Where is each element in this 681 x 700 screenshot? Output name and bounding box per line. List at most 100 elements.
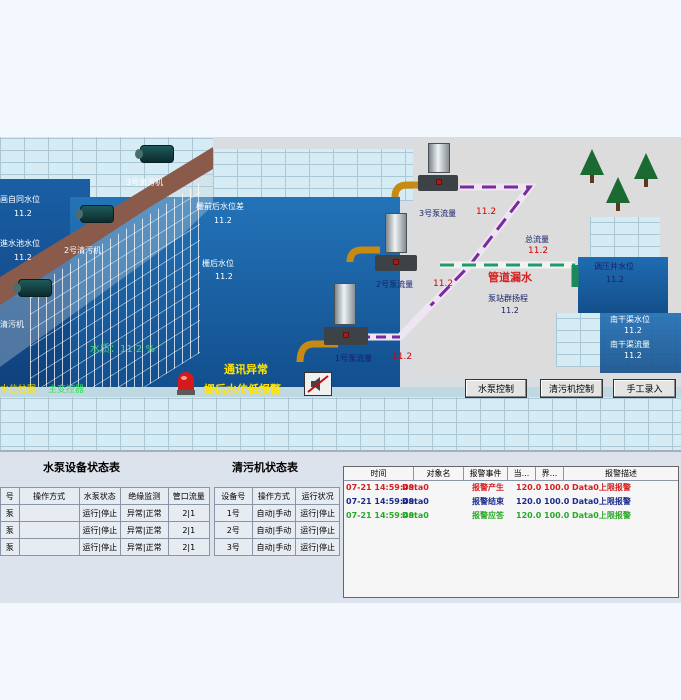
alarm-event-cell: 报警结束 <box>472 497 504 506</box>
table-row: 3号 自动|手动 运行|停止 <box>214 538 340 556</box>
front-wall-top <box>0 387 681 397</box>
regulating-well-value: 11.2 <box>606 275 624 284</box>
screen-diff-label: 栅前后水位差 <box>196 202 244 211</box>
cleaner-mode-cell[interactable]: 自动|手动 <box>251 538 297 556</box>
south-plant-level-value: 11.2 <box>624 326 642 335</box>
mute-speaker-icon[interactable] <box>304 372 332 396</box>
pump-col-header: 绝缘监测 <box>119 487 169 505</box>
pump-col-header: 号 <box>0 487 20 505</box>
pump-control-button[interactable]: 水泵控制 <box>465 379 527 398</box>
pump-1-body <box>334 283 356 325</box>
alarm-obj-cell: Data0 <box>402 511 429 520</box>
pump-mode-cell <box>18 521 80 539</box>
pump1-flow-label: 1号泵流量 <box>335 354 373 363</box>
bar-chart-link[interactable]: 水位柱图 <box>0 385 37 395</box>
manual-entry-button[interactable]: 手工录入 <box>613 379 676 398</box>
auto-level-in-label: 画自同水位 <box>0 195 40 204</box>
mid-wall <box>213 149 413 201</box>
alarm-limit-cell: 100.0 <box>544 483 570 492</box>
pump-id-cell: 泵 <box>0 538 20 556</box>
pump-col-header: 操作方式 <box>18 487 80 505</box>
water-quality-label: 水质：11.2 % <box>90 344 155 355</box>
alarm-col-desc: 报警描述 <box>605 469 637 478</box>
pump-id-cell: 泵 <box>0 521 20 539</box>
alarm-event-cell: 报警产生 <box>472 483 504 492</box>
pump-mode-cell <box>18 504 80 522</box>
after-screen-label: 栅后水位 <box>202 259 234 268</box>
alarm-col-object: 对象名 <box>414 467 464 480</box>
pump-id-cell: 泵 <box>0 504 20 522</box>
alarm-log[interactable]: 时间 对象名 报警事件 当... 界... 报警描述 07-21 14:59:4… <box>343 466 679 598</box>
pump-outlet-cell[interactable]: 2|1 <box>167 521 211 539</box>
red-beacon-icon <box>177 372 195 395</box>
pump-3-valve <box>436 179 442 185</box>
pump3-name-label: 3号清污机 <box>126 178 164 187</box>
pump-status-table: 号 操作方式 水泵状态 绝缘监测 管口流量 泵 运行|停止 异常|正常 2|1 … <box>0 487 211 556</box>
cleaner-col-header: 运行状况 <box>295 487 340 505</box>
alarm-val-cell: 120.0 <box>516 511 542 520</box>
table-row: 2号 自动|手动 运行|停止 <box>214 521 340 539</box>
pump-insulation-cell[interactable]: 异常|正常 <box>119 538 169 556</box>
pump3-flow-label: 3号泵流量 <box>419 209 457 218</box>
pump-state-cell[interactable]: 运行|停止 <box>78 504 121 522</box>
cleaner-id-cell: 1号 <box>214 504 253 522</box>
pump2-flow-value: 11.2 <box>433 279 454 289</box>
alarm-time-cell: 07-21 14:59:49. <box>346 511 418 520</box>
water-suction-label: 進水池水位 <box>0 239 40 248</box>
alarm-col-time: 时间 <box>344 467 414 480</box>
cleaner-state-cell[interactable]: 运行|停止 <box>295 521 340 539</box>
south-plant-flow-label: 南干渠流量 <box>610 340 650 349</box>
alarm-obj-cell: Data0 <box>402 497 429 506</box>
pump3-flow-value: 11.2 <box>476 207 497 217</box>
table-row: 1号 自动|手动 运行|停止 <box>214 504 340 522</box>
screen-diff-value: 11.2 <box>214 216 232 225</box>
cleaner-id-cell: 3号 <box>214 538 253 556</box>
cleaner-state-cell[interactable]: 运行|停止 <box>295 538 340 556</box>
cleaner-status-table: 设备号 操作方式 运行状况 1号 自动|手动 运行|停止 2号 自动|手动 运行… <box>214 487 340 556</box>
alarm-time-cell: 07-21 14:59:49. <box>346 483 418 492</box>
cleaner-mode-cell[interactable]: 自动|手动 <box>251 521 297 539</box>
cleaner-control-button[interactable]: 清污机控制 <box>540 379 603 398</box>
cleaner-table-title: 清污机状态表 <box>232 461 298 474</box>
after-screen-value: 11.2 <box>215 272 233 281</box>
pump-state-cell[interactable]: 运行|停止 <box>78 521 121 539</box>
pump-insulation-cell[interactable]: 异常|正常 <box>119 504 169 522</box>
cleaner-2-motor <box>75 205 114 223</box>
pump-outlet-cell[interactable]: 2|1 <box>167 504 211 522</box>
pump-1-valve <box>343 332 349 338</box>
cleaner-col-header: 操作方式 <box>251 487 297 505</box>
pump1-flow-value: 11.2 <box>392 352 413 362</box>
alarm-val-cell: 120.0 <box>516 497 542 506</box>
right-pool-wall <box>590 217 660 259</box>
pipe-leak-label: 管道漏水 <box>488 271 532 284</box>
alarm-desc-cell: Data0上限报警 <box>572 483 631 492</box>
pump-2-body <box>385 213 407 253</box>
pump-table-title: 水泵设备状态表 <box>43 461 120 474</box>
pump-outlet-cell[interactable]: 2|1 <box>167 538 211 556</box>
alarm-desc-cell: Data0上限报警 <box>572 497 631 506</box>
table-row: 泵 运行|停止 异常|正常 2|1 <box>0 504 211 522</box>
table-row: 泵 运行|停止 异常|正常 2|1 <box>0 521 211 539</box>
pump-insulation-cell[interactable]: 异常|正常 <box>119 521 169 539</box>
pump2-flow-label: 2号泵流量 <box>376 280 414 289</box>
cleaner-state-cell[interactable]: 运行|停止 <box>295 504 340 522</box>
pump-col-header: 水泵状态 <box>78 487 121 505</box>
total-flow-value: 11.2 <box>528 246 549 256</box>
cleaner-left-label: 清污机 <box>0 320 24 329</box>
cleaner-col-header: 设备号 <box>214 487 253 505</box>
pump-state-cell[interactable]: 运行|停止 <box>78 538 121 556</box>
alarm-val-cell: 120.0 <box>516 483 542 492</box>
alarm-desc-cell: Data0上限报警 <box>572 511 631 520</box>
alarm-log-header: 时间 对象名 报警事件 当... 界... 报警描述 <box>344 467 678 481</box>
main-ctrl-link[interactable]: 主变控器 <box>48 385 85 395</box>
right-pool-water2 <box>600 313 681 373</box>
pump2-name-label: 2号清污机 <box>64 246 102 255</box>
alarm-col-value: 当... <box>508 467 536 480</box>
station-pressure-label: 泵站群扬程 <box>488 294 528 303</box>
cleaner-mode-cell[interactable]: 自动|手动 <box>251 504 297 522</box>
right-pool-water <box>578 257 668 313</box>
